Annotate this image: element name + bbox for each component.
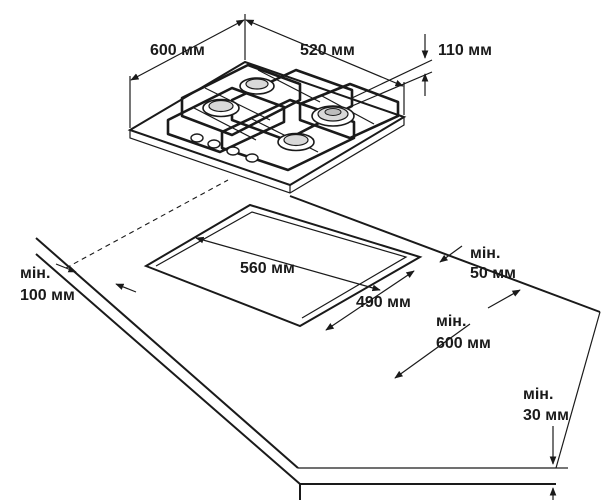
control-knobs: [190, 133, 259, 163]
cutout-depth-dimension: [325, 270, 415, 331]
front-clearance-prefix: мін.: [523, 386, 553, 403]
cabinet-clearance-value: 600 мм: [436, 335, 491, 352]
burner-front-left: [202, 98, 240, 118]
back-clearance-prefix: мін.: [20, 265, 50, 282]
side-clearance-dimension: [439, 245, 463, 263]
front-clearance-dimension: [549, 426, 568, 500]
cutout-depth-label: 490 мм: [356, 294, 411, 311]
hob-depth-label: 520 мм: [300, 42, 355, 59]
front-clearance-value: 30 мм: [523, 407, 569, 424]
cabinet-clearance-prefix: мін.: [436, 313, 466, 330]
cutout-width-label: 560 мм: [240, 260, 295, 277]
hob-height-label: 110 мм: [438, 42, 492, 59]
side-clearance-value: 50 мм: [470, 265, 516, 282]
back-clearance-dimension: [55, 263, 137, 293]
side-clearance-prefix: мін.: [470, 245, 500, 262]
hob-width-label: 600 мм: [150, 42, 205, 59]
back-edge-projection: [65, 179, 229, 269]
hob-height-dimension: [351, 34, 433, 107]
cabinet-clearance-dimension: [394, 289, 521, 379]
back-clearance-value: 100 мм: [20, 287, 75, 304]
burner-front-right: [277, 132, 315, 152]
burner-back-left: [239, 77, 275, 95]
worktop: [35, 195, 601, 500]
hob-depth-dimension: [245, 19, 405, 115]
burner-back-right: [311, 105, 355, 127]
hob: [127, 60, 407, 194]
hob-width-dimension: [129, 14, 246, 128]
